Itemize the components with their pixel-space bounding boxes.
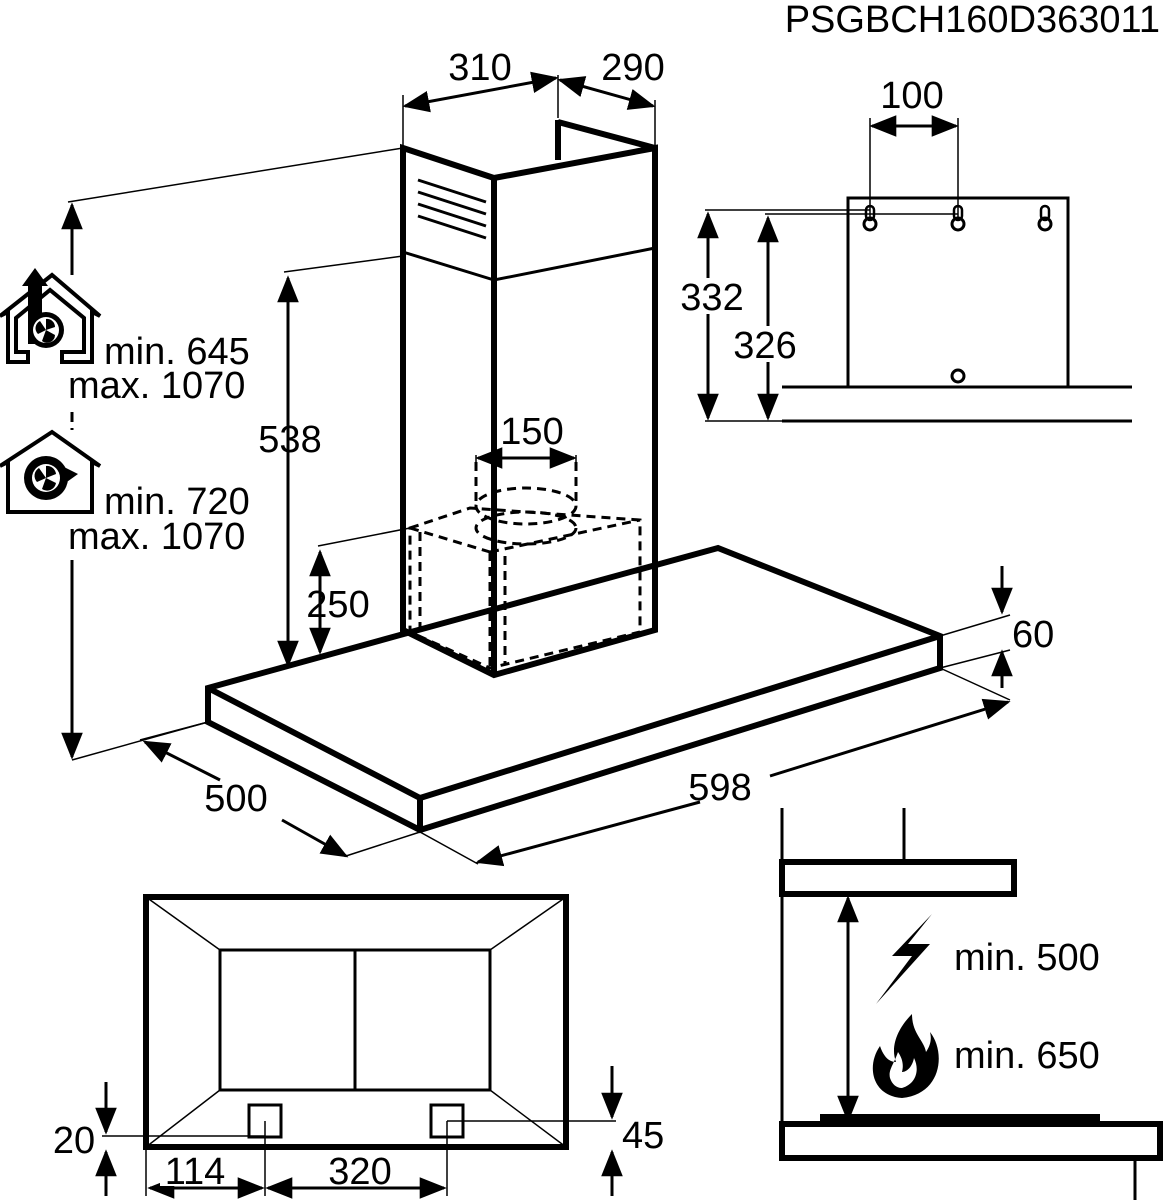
hood-underside [143,894,569,1150]
flame-icon [872,1014,939,1098]
canopy-outline [205,544,943,834]
recirculation-mode: min. 720 max. 1070 [0,429,250,558]
extraction-mode: min. 645 max. 1070 [0,268,250,407]
recirculation-min: min. 720 [104,481,250,523]
model-code: PSGBCH160D363011 [785,0,1160,41]
motor-housing-dashed [408,462,642,670]
hob-profile [820,1114,1100,1124]
bracket-view: 100 332 326 [676,75,1132,423]
recirculation-mode-icon [0,429,102,514]
dim-bracket-height-inner: 326 [733,325,796,367]
dim-canopy-depth: 500 [204,778,267,820]
keyhole-3 [1037,204,1053,232]
hood-side-profile [779,859,1017,897]
mounting-hole [950,368,966,384]
worktop-profile [779,1121,1163,1161]
dim-canopy-height: 60 [1012,614,1054,656]
dim-filter-height: 250 [306,584,369,626]
chimney-joint [402,246,656,282]
dim-outlet-diameter: 150 [500,411,563,453]
hood-iso-view: 310 290 150 538 250 60 598 500 [61,47,1054,867]
bottom-view: 20 45 114 320 [53,894,664,1199]
dim-bottom-hole-spacing: 320 [328,1151,391,1193]
extraction-max: max. 1070 [68,365,245,407]
recirculation-max: max. 1070 [68,516,245,558]
dim-vent-height: 538 [258,419,321,461]
dim-bracket-height-outer: 332 [680,277,743,319]
dim-chimney-depth: 290 [601,47,664,89]
dim-hole-spacing: 100 [880,75,943,117]
extraction-min: min. 645 [104,331,250,373]
lightning-icon [876,914,932,1004]
clearance-view: min. 500 min. 650 [779,808,1163,1200]
bracket-plate [846,196,1070,386]
clearance-gas: min. 650 [954,1035,1100,1077]
dim-left-margin: 20 [53,1120,95,1162]
dim-right-margin: 45 [622,1115,664,1157]
dim-left-offset: 114 [165,1151,226,1193]
dim-chimney-width: 310 [448,47,511,89]
extraction-mode-icon [0,268,102,364]
chimney-top-right [557,119,656,151]
clearance-electric: min. 500 [954,937,1100,979]
dim-canopy-width: 598 [688,767,751,809]
vent-grille [417,178,487,240]
